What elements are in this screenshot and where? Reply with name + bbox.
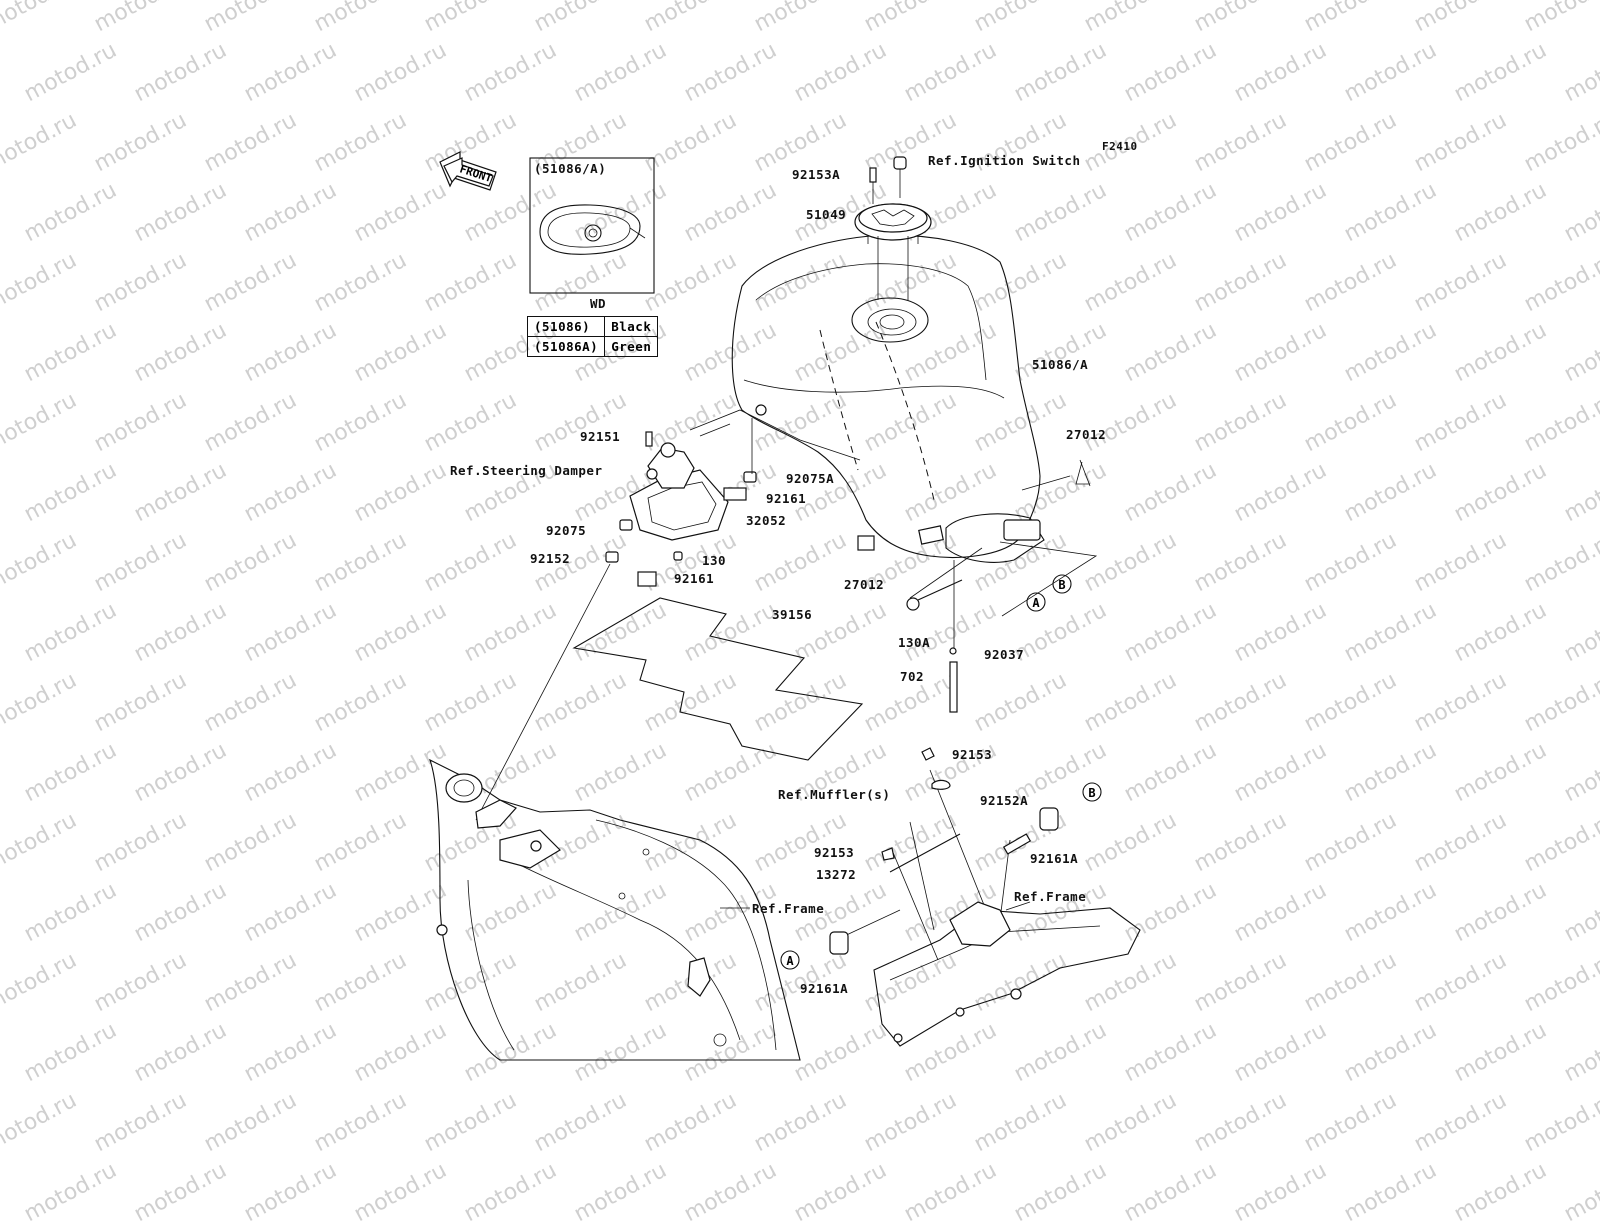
inset-caption: WD	[590, 296, 607, 311]
marker-B1-text: B	[1058, 578, 1065, 592]
callout-muffler: Ref.Muffler(s)	[778, 787, 891, 802]
color-legend-table: (51086) Black (51086A) Green	[526, 316, 659, 357]
legend-color: Green	[604, 336, 659, 357]
legend-row: (51086) Black	[526, 316, 659, 337]
callout-92152: 92152	[530, 551, 571, 566]
fuel-cap	[854, 203, 932, 244]
figure-code: F2410	[1102, 140, 1138, 153]
front-bracket	[605, 431, 875, 587]
callout-92075: 92075	[546, 523, 587, 538]
callout-frame-right: Ref.Frame	[1014, 889, 1087, 904]
marker-B2: B	[1082, 782, 1102, 802]
legend-part: (51086A)	[526, 336, 606, 357]
callout-39156: 39156	[772, 607, 813, 622]
callout-702: 702	[900, 669, 925, 684]
callout-51086A: 51086/A	[1032, 357, 1089, 372]
callout-92161-upper: 92161	[766, 491, 807, 506]
callout-13272: 13272	[816, 867, 857, 882]
marker-B2-text: B	[1088, 786, 1095, 800]
inset-title: (51086/A)	[534, 161, 607, 176]
legend-row: (51086A) Green	[526, 336, 659, 357]
callout-92152A: 92152A	[980, 793, 1029, 808]
marker-A1: A	[1026, 592, 1046, 612]
callout-ignition-switch: Ref.Ignition Switch	[928, 153, 1081, 168]
callout-27012-right: 27012	[1066, 427, 1107, 442]
main-frame	[429, 758, 801, 1061]
fuel-tank	[731, 234, 1045, 563]
callout-92037: 92037	[984, 647, 1025, 662]
callout-steering-damper: Ref.Steering Damper	[450, 463, 603, 478]
marker-A2-text: A	[786, 954, 794, 968]
callout-92161-lower: 92161	[674, 571, 715, 586]
marker-A1-text: A	[1032, 596, 1040, 610]
callout-frame-left: Ref.Frame	[752, 901, 825, 916]
legend-color: Black	[604, 316, 659, 337]
callout-92153-lower: 92153	[814, 845, 855, 860]
marker-B1: B	[1052, 574, 1072, 594]
callout-92153A: 92153A	[792, 167, 841, 182]
pins	[906, 579, 963, 713]
callout-32052: 32052	[746, 513, 787, 528]
inset-box	[529, 157, 655, 294]
rubber-pad	[572, 597, 864, 761]
rear-hardware	[829, 747, 1059, 955]
callout-92151: 92151	[580, 429, 621, 444]
callout-130: 130	[702, 553, 727, 568]
callout-92153-upper: 92153	[952, 747, 993, 762]
legend-part: (51086)	[526, 316, 606, 337]
callout-92075A: 92075A	[786, 471, 835, 486]
callout-51049: 51049	[806, 207, 847, 222]
leader-lines	[475, 409, 1098, 961]
frame-leaders	[720, 901, 1031, 911]
rear-frame-right	[873, 901, 1141, 1047]
callout-92161A-right: 92161A	[1030, 851, 1079, 866]
cap-hardware	[869, 156, 909, 300]
callout-130A: 130A	[898, 635, 931, 650]
callout-27012-left: 27012	[844, 577, 885, 592]
front-arrow-icon: FRONT	[439, 151, 497, 191]
callout-92161A-left: 92161A	[800, 981, 849, 996]
marker-A2: A	[780, 950, 800, 970]
exploded-parts-diagram: FRONT	[429, 151, 1141, 1061]
